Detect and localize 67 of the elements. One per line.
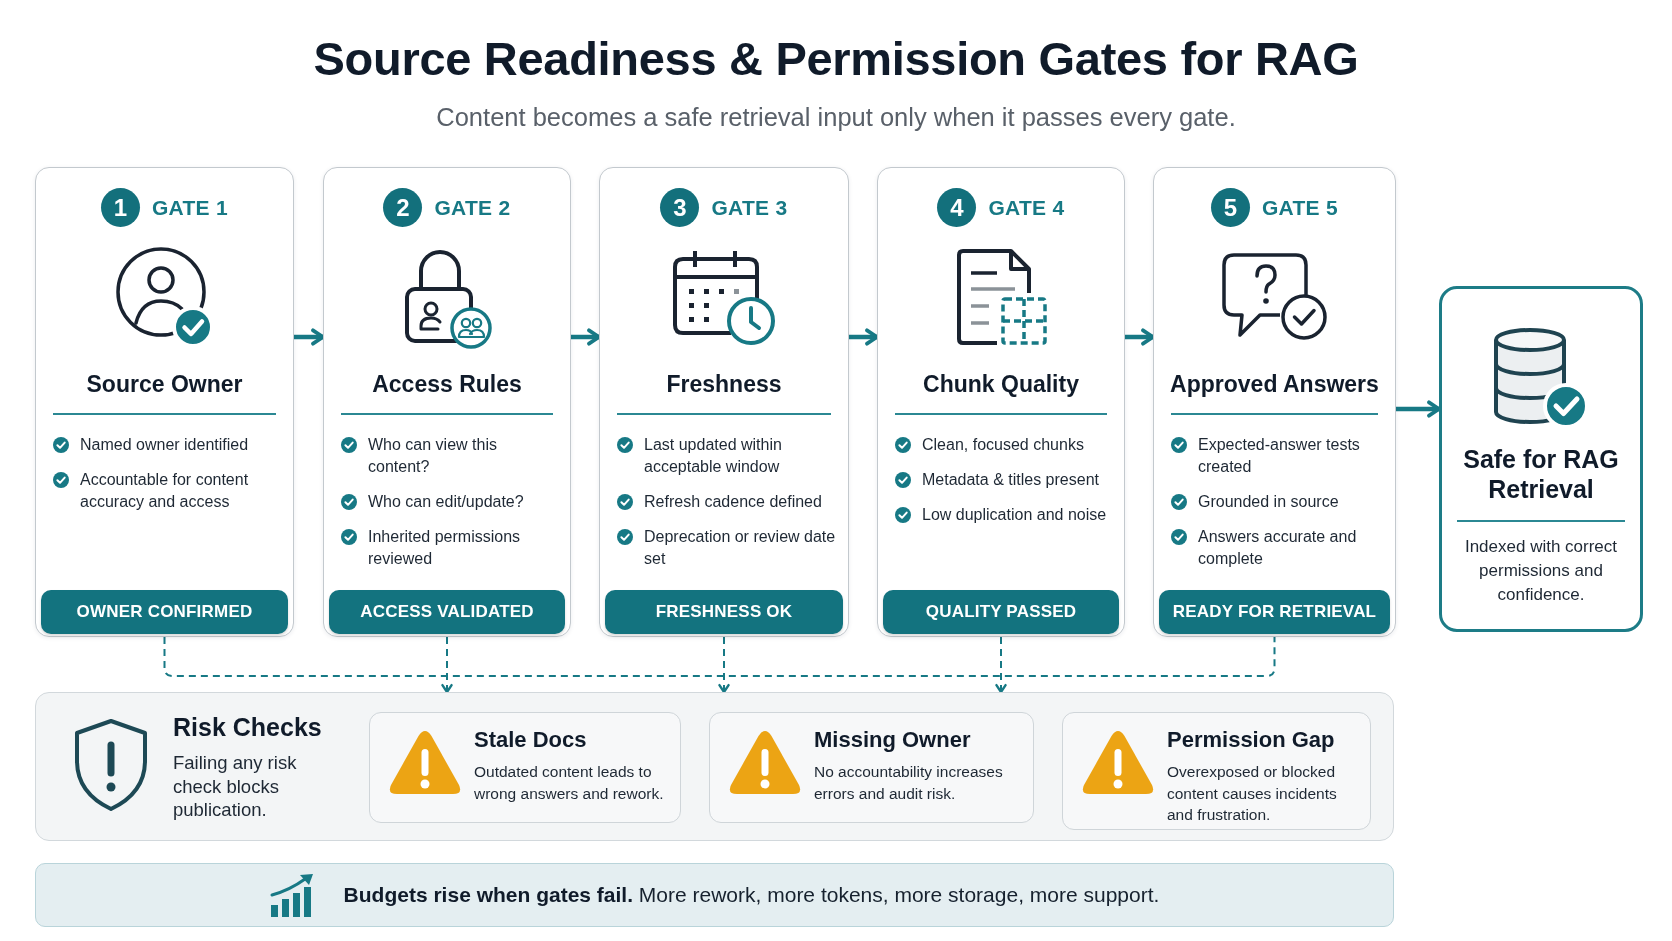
subtitle: Content becomes a safe retrieval input only when it passes every gate. bbox=[436, 102, 1236, 133]
panel-description: Failing any risk check blocks publication. bbox=[173, 751, 298, 822]
risk-card bbox=[709, 712, 1034, 823]
checklist-text: Metadata & titles present bbox=[922, 470, 1099, 490]
risk-title: Permission Gap bbox=[1167, 726, 1335, 754]
result-title: Safe for RAG Retrieval bbox=[1462, 444, 1620, 504]
step-number: 3 bbox=[660, 188, 700, 227]
gate-card bbox=[599, 167, 849, 637]
status-badge: ACCESS VALIDATED bbox=[329, 590, 565, 634]
risk-card bbox=[1062, 712, 1371, 830]
diagram-title: Source Readiness & Permission Gates for RAG bbox=[313, 31, 1359, 87]
gate-title: Approved Answers bbox=[1170, 370, 1379, 399]
risk-panel bbox=[35, 692, 1394, 841]
checklist-text: Deprecation or review date set bbox=[644, 527, 837, 569]
step-number: 1 bbox=[100, 188, 140, 227]
status-badge: OWNER CONFIRMED bbox=[41, 590, 288, 634]
checklist-text: Named owner identified bbox=[80, 435, 249, 455]
step-number: 4 bbox=[937, 188, 977, 227]
status-badge: FRESHNESS OK bbox=[605, 590, 843, 634]
checklist-text: Expected-answer tests created bbox=[1198, 435, 1361, 477]
gate-label: GATE 3 bbox=[711, 194, 788, 221]
checklist-text: Refresh cadence defined bbox=[644, 492, 822, 512]
arrow bbox=[849, 328, 879, 346]
gate-label: GATE 2 bbox=[434, 194, 511, 221]
checklist-text: Clean, focused chunks bbox=[922, 435, 1084, 455]
gate-title: Freshness bbox=[666, 370, 782, 399]
dashed-connector-line bbox=[163, 636, 1276, 677]
gate-title: Chunk Quality bbox=[923, 370, 1079, 399]
gate-card bbox=[877, 167, 1125, 637]
arrow bbox=[571, 328, 601, 346]
gate-card bbox=[1153, 167, 1396, 637]
gate-label: GATE 1 bbox=[151, 194, 229, 221]
dashed-arrow bbox=[995, 636, 1007, 694]
banner-text: Budgets rise when gates fail. More rework, more tokens, more storage, more support. bbox=[343, 883, 1160, 907]
arrow bbox=[294, 328, 325, 346]
risk-description: Overexposed or blocked content causes incidents and frustration. bbox=[1167, 762, 1338, 825]
checklist-text: Accountable for content accuracy and access bbox=[80, 470, 250, 512]
dashed-arrow bbox=[718, 636, 730, 694]
risk-description: Outdated content leads to wrong answers and rework. bbox=[474, 762, 665, 804]
status-badge: QUALITY PASSED bbox=[883, 590, 1119, 634]
gate-title: Access Rules bbox=[372, 370, 522, 399]
result-description: Indexed with correct permissions and confidence. bbox=[1463, 536, 1619, 606]
result-card bbox=[1439, 286, 1643, 632]
arrow bbox=[1125, 328, 1155, 346]
risk-title: Missing Owner bbox=[814, 726, 971, 754]
note-banner bbox=[35, 863, 1394, 927]
step-number: 5 bbox=[1210, 188, 1250, 227]
arrow bbox=[1396, 400, 1441, 418]
gate-title: Source Owner bbox=[86, 370, 243, 399]
checklist-text: Who can edit/update? bbox=[368, 492, 524, 512]
checklist-text: Inherited permissions reviewed bbox=[368, 527, 522, 569]
step-number: 2 bbox=[383, 188, 423, 227]
checklist-text: Grounded in source bbox=[1198, 492, 1339, 512]
risk-title: Stale Docs bbox=[474, 726, 587, 754]
checklist-text: Low duplication and noise bbox=[922, 505, 1107, 525]
risk-card bbox=[369, 712, 681, 823]
risk-description: No accountability increases errors and audit risk. bbox=[814, 762, 1004, 804]
dashed-arrow bbox=[441, 636, 453, 694]
gate-card bbox=[323, 167, 571, 637]
checklist-text: Last updated within acceptable window bbox=[644, 435, 783, 477]
panel-title: Risk Checks bbox=[173, 712, 322, 742]
gate-label: GATE 5 bbox=[1261, 194, 1339, 221]
gate-card bbox=[35, 167, 294, 637]
status-badge: READY FOR RETRIEVAL bbox=[1159, 590, 1390, 634]
checklist-text: Answers accurate and complete bbox=[1198, 527, 1358, 569]
checklist-text: Who can view this content? bbox=[368, 435, 498, 477]
gate-label: GATE 4 bbox=[988, 194, 1065, 221]
